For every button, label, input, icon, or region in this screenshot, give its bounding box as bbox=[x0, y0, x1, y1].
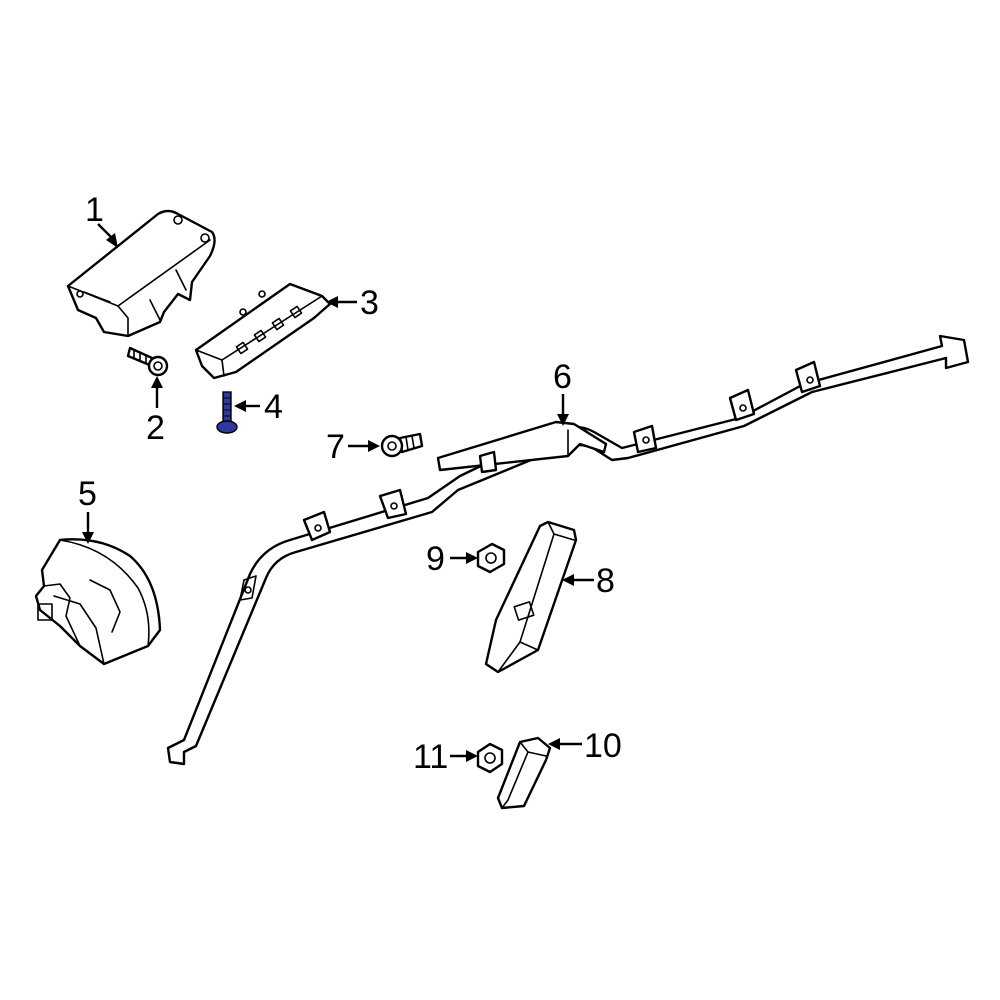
leader-1 bbox=[97, 223, 113, 239]
callout-11-label[interactable]: 11 bbox=[413, 738, 448, 776]
arrowhead-6 bbox=[557, 414, 569, 426]
callout-2-label[interactable]: 2 bbox=[146, 409, 165, 447]
part-8-side-airbag[interactable] bbox=[484, 520, 578, 674]
arrowhead-8 bbox=[562, 574, 574, 586]
part-11-nut[interactable] bbox=[476, 742, 504, 774]
part-7-bolt[interactable] bbox=[380, 432, 424, 458]
part-6-curtain-airbag[interactable] bbox=[166, 334, 970, 766]
arrowhead-11 bbox=[466, 750, 478, 762]
arrowhead-10 bbox=[548, 738, 560, 750]
callout-labels: 1 2 3 4 5 6 7 8 9 10 11 bbox=[78, 191, 622, 776]
arrowhead-4 bbox=[234, 400, 246, 412]
part-4-bolt-highlighted[interactable] bbox=[216, 391, 238, 434]
arrowhead-9 bbox=[466, 552, 478, 564]
part-3-knee-airbag[interactable] bbox=[194, 282, 332, 380]
callout-7-label[interactable]: 7 bbox=[326, 428, 345, 466]
arrowhead-5 bbox=[82, 532, 94, 544]
callout-9-label[interactable]: 9 bbox=[426, 540, 445, 578]
arrowhead-7 bbox=[368, 440, 380, 452]
callout-10-label[interactable]: 10 bbox=[584, 727, 622, 765]
callout-leaders bbox=[82, 223, 594, 762]
part-5-driver-airbag[interactable] bbox=[34, 538, 162, 666]
callout-1-label[interactable]: 1 bbox=[85, 191, 104, 229]
arrowhead-1 bbox=[106, 233, 118, 248]
part-9-nut[interactable] bbox=[476, 542, 506, 574]
callout-4-label[interactable]: 4 bbox=[264, 388, 283, 426]
part-10-bracket[interactable] bbox=[496, 736, 552, 810]
callout-8-label[interactable]: 8 bbox=[596, 562, 615, 600]
arrowhead-2 bbox=[151, 376, 163, 388]
part-1-airbag-module[interactable] bbox=[66, 209, 216, 338]
callout-3-label[interactable]: 3 bbox=[360, 284, 379, 322]
part-2-bolt[interactable] bbox=[126, 346, 169, 377]
arrowhead-3 bbox=[326, 296, 338, 308]
callout-6-label[interactable]: 6 bbox=[553, 358, 572, 396]
callout-5-label[interactable]: 5 bbox=[78, 475, 97, 513]
